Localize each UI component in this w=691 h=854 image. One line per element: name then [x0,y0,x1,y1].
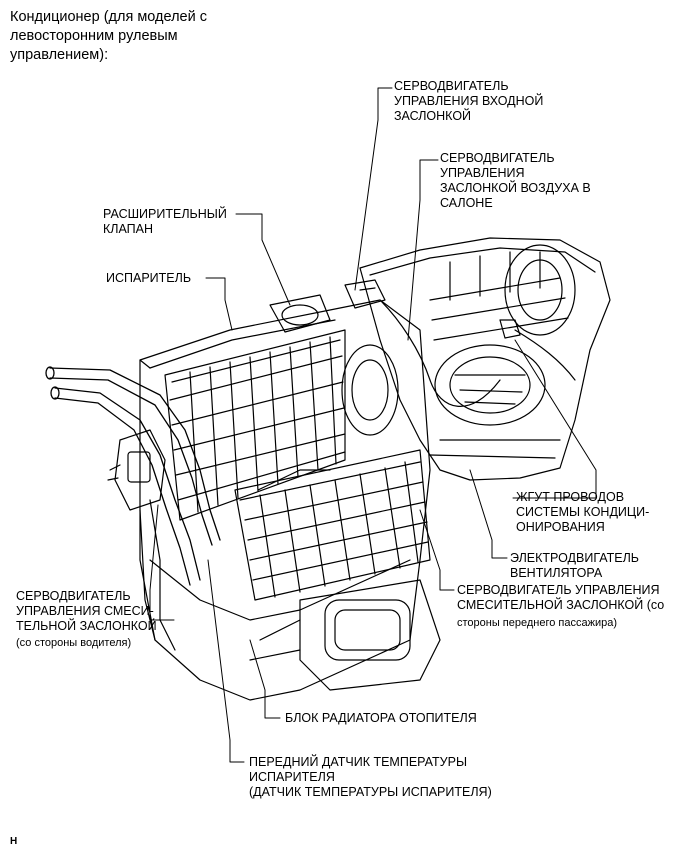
evaporator-core [164,329,346,521]
label-evap-temp-sensor: ПЕРЕДНИЙ ДАТЧИК ТЕМПЕРАТУРЫ ИСПАРИТЕЛЯ (… [249,755,492,799]
label-mix-servo-driver-sub: (со стороны водителя) [16,637,132,649]
blower-housing [359,237,611,481]
pipes [45,366,221,586]
label-heater-core: БЛОК РАДИАТОРА ОТОПИТЕЛЯ [285,711,477,725]
wire-harness [379,299,576,407]
label-mix-servo-passenger-sub: стороны переднего пассажира) [457,617,618,629]
heater-core-block [234,449,431,601]
driver-side-servo [107,429,176,651]
label-ac-harness: ЖГУТ ПРОВОДОВ СИСТЕМЫ КОНДИЦИ- ОНИРОВАНИ… [516,490,650,534]
label-mix-servo-driver: СЕРВОДВИГАТЕЛЬ УПРАВЛЕНИЯ СМЕСИ- ТЕЛЬНОЙ… [16,589,157,633]
figure-code: H [10,836,18,847]
leader-lines [149,87,597,763]
lower-duct [249,579,441,691]
page-title: Кондиционер (для моделей с левосторонним… [10,9,208,63]
label-mix-servo-passenger: СЕРВОДВИГАТЕЛЬ УПРАВЛЕНИЯ СМЕСИТЕЛЬНОЙ З… [457,583,665,612]
label-evaporator: ИСПАРИТЕЛЬ [106,271,192,285]
label-intake-servo: СЕРВОДВИГАТЕЛЬ УПРАВЛЕНИЯ ВХОДНОЙ ЗАСЛОН… [394,79,544,123]
label-cabin-air-servo: СЕРВОДВИГАТЕЛЬ УПРАВЛЕНИЯ ЗАСЛОНКОЙ ВОЗД… [440,151,591,210]
label-blower-motor: ЭЛЕКТРОДВИГАТЕЛЬ ВЕНТИЛЯТОРА [510,551,639,580]
intake-servo-area [341,279,399,436]
expansion-valve-part [269,294,331,333]
label-expansion-valve: РАСШИРИТЕЛЬНЫЙ КЛАПАН [103,207,227,236]
